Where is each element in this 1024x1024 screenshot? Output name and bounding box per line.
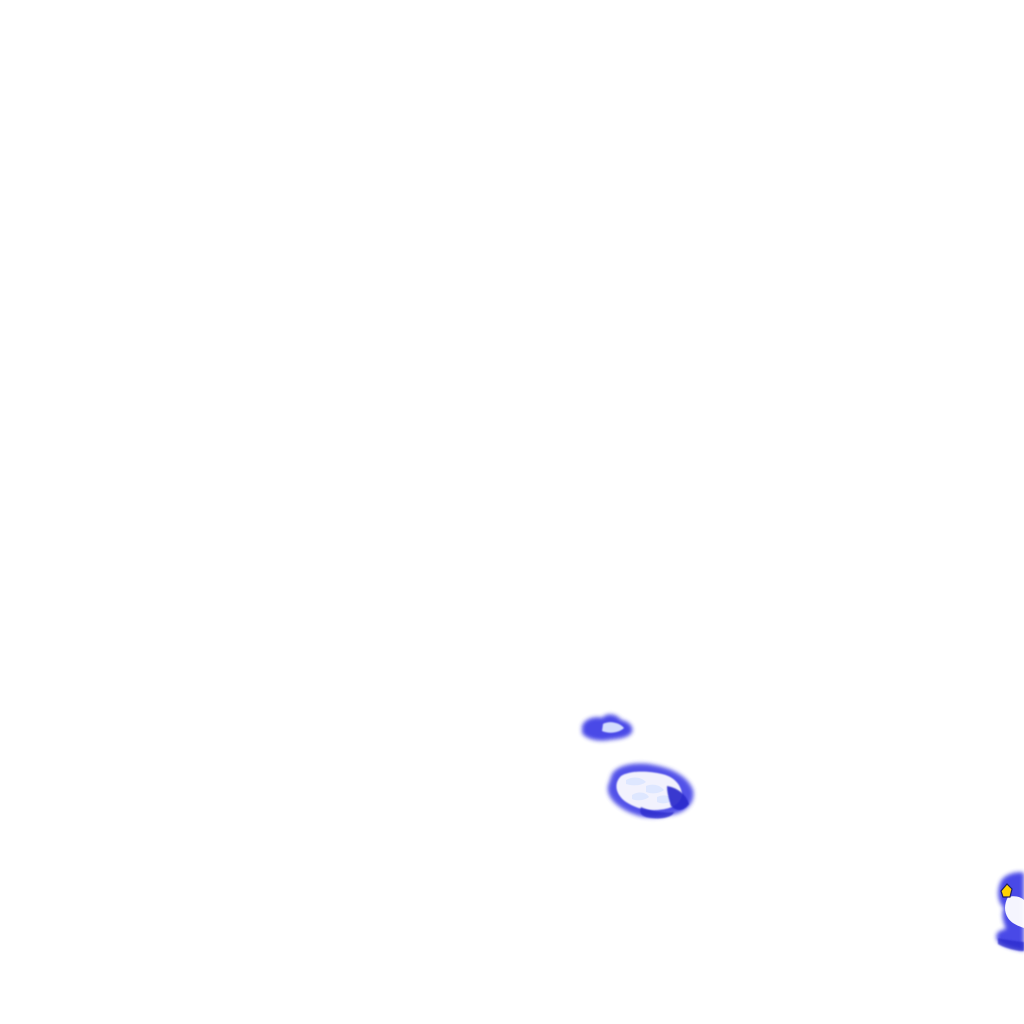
edge-echo-light-band: [1005, 896, 1024, 928]
edge-echo-lower-band: [998, 938, 1024, 951]
small-echo-light: [602, 722, 624, 733]
central-echo-speckles: [626, 777, 673, 804]
central-echo-bottom-edge: [640, 807, 674, 819]
edge-echo-core: [1000, 883, 1013, 898]
central-echo-right-edge: [667, 786, 689, 810]
central-echo: [607, 763, 694, 819]
edge-echo: [996, 872, 1024, 951]
small-echo: [582, 714, 633, 741]
